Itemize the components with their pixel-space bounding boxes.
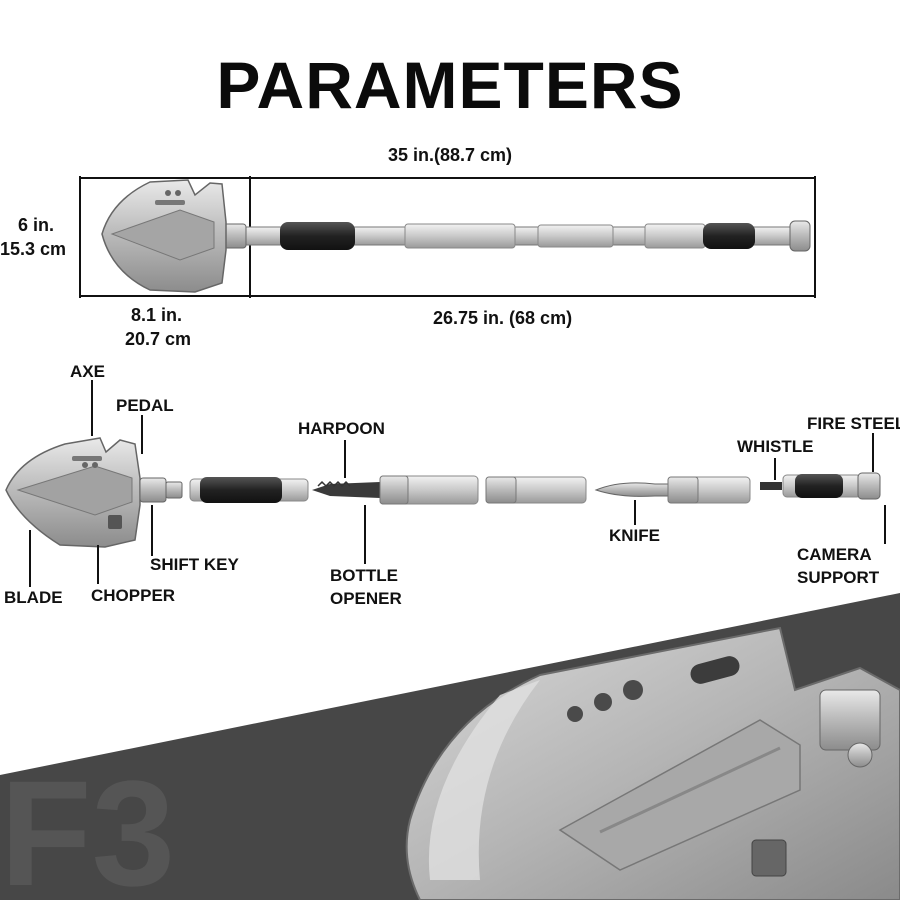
bottle-opener-label-line1: BOTTLE <box>330 566 398 585</box>
assembled-shovel <box>101 179 811 293</box>
harpoon-label: HARPOON <box>298 419 385 438</box>
svg-text:F3: F3 <box>0 749 175 900</box>
exploded-components <box>5 437 881 548</box>
head-length-in-label: 8.1 in. <box>131 305 183 325</box>
camera-support-label-line2: SUPPORT <box>797 568 880 587</box>
knife-label: KNIFE <box>609 526 660 545</box>
chopper-label: CHOPPER <box>91 586 176 605</box>
whistle-label: WHISTLE <box>737 437 814 456</box>
blade-label: BLADE <box>4 588 63 607</box>
page-title: PARAMETERS <box>216 48 684 122</box>
dimension-frame <box>79 176 816 298</box>
fire-steel-label: FIRE STEEL <box>807 414 900 433</box>
head-length-cm-label: 20.7 cm <box>125 329 192 349</box>
shift-key-label: SHIFT KEY <box>150 555 239 574</box>
axe-label: AXE <box>70 362 105 381</box>
camera-support-label-line1: CAMERA <box>797 545 872 564</box>
leader-lines <box>29 380 886 587</box>
head-width-in-label: 6 in. <box>18 215 55 235</box>
pedal-label: PEDAL <box>116 396 174 415</box>
handle-length-label: 26.75 in. (68 cm) <box>433 308 573 328</box>
total-length-label: 35 in.(88.7 cm) <box>387 145 513 165</box>
bottle-opener-label-line2: OPENER <box>330 589 402 608</box>
head-width-cm-label: 15.3 cm <box>0 239 67 259</box>
closeup-banner: F3 <box>0 593 900 900</box>
